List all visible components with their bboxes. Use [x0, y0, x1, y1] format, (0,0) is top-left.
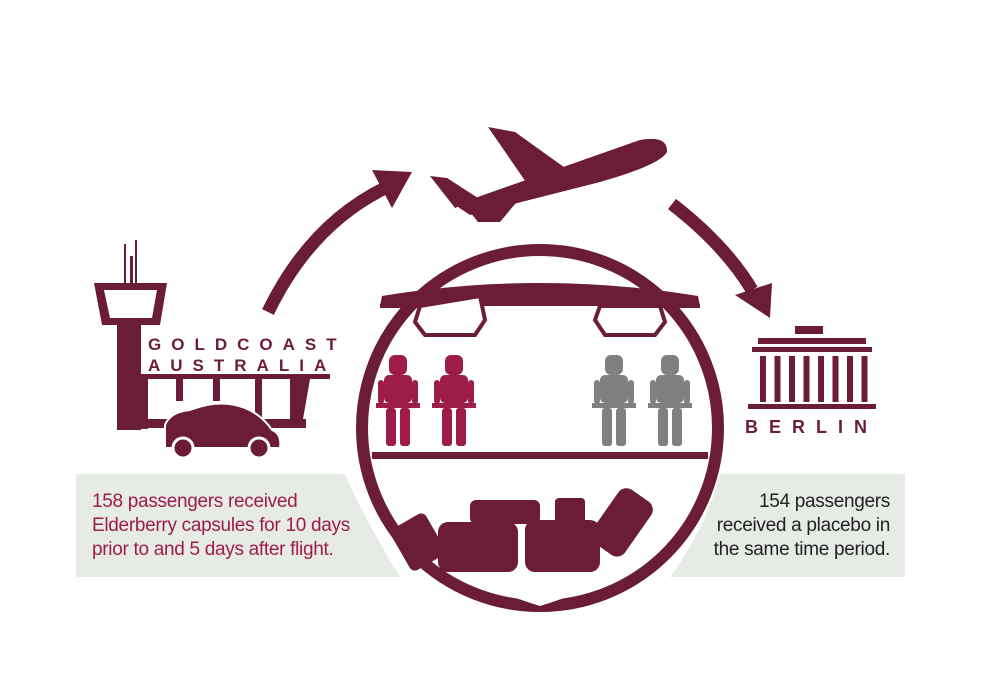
placebo-line: received a placebo in [716, 515, 891, 536]
gate-column [861, 356, 868, 402]
placebo-passenger-icon [648, 355, 692, 446]
placebo-caption: 154 passengers received a placebo in the… [700, 490, 891, 562]
placebo-panel [670, 474, 905, 577]
treatment-passenger-icon [376, 355, 420, 446]
departure-arrow-icon [262, 170, 412, 315]
treatment-line: Elderberry capsules for 10 days [92, 515, 350, 536]
placebo-passenger-icon [592, 355, 636, 446]
car-icon [164, 402, 282, 460]
gate-column [818, 356, 824, 402]
treatment-caption: 158 passengers received Elderberry capsu… [92, 490, 372, 562]
arrival-arrow-icon [668, 198, 772, 318]
treatment-line: 158 passengers received [92, 491, 298, 512]
airport-tower-icon [94, 240, 330, 430]
origin-line2: AUSTRALIA [148, 356, 336, 375]
treatment-line: prior to and 5 days after flight. [92, 539, 334, 560]
airplane-icon [430, 127, 668, 222]
gate-column [847, 356, 853, 402]
destination-name: BERLIN [745, 417, 878, 437]
gate-column [832, 356, 839, 402]
luggage-icon [390, 488, 653, 572]
brandenburg-gate-icon [748, 326, 876, 409]
gate-column [774, 356, 781, 402]
gate-column [789, 356, 795, 402]
gate-column [760, 356, 766, 402]
gate-column [803, 356, 810, 402]
placebo-line: 154 passengers [758, 491, 890, 512]
placebo-line: the same time period. [713, 539, 891, 560]
origin-line1: GOLDCOAST [148, 335, 347, 354]
cabin-cross-section [356, 244, 724, 612]
treatment-panel [76, 474, 400, 577]
treatment-passenger-icon [432, 355, 476, 446]
